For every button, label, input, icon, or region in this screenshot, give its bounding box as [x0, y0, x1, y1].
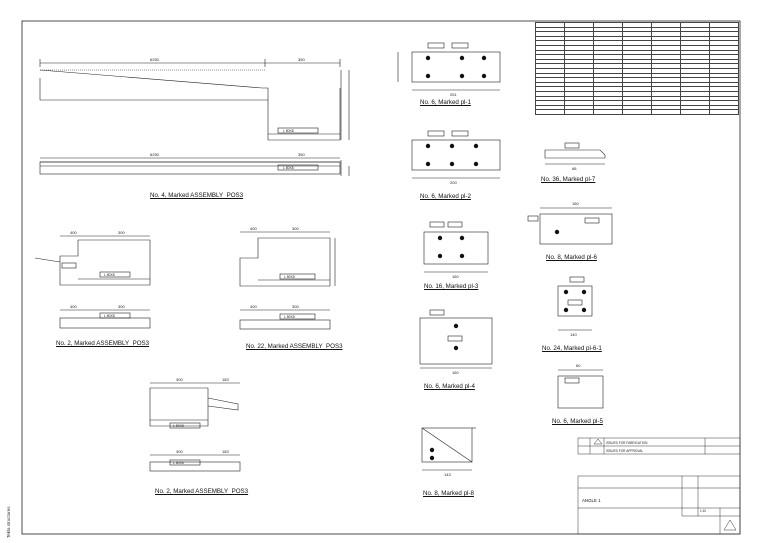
parts-list-cell: [709, 109, 739, 115]
dim-pl6-1: 140: [570, 332, 577, 337]
plate-pl8: [421, 427, 476, 471]
plate-pl1-holes: [425, 55, 487, 79]
parts-list-table: [535, 22, 739, 115]
sheet-frame: [21, 20, 741, 535]
caption-pl3: No. 16, Marked pl-3: [424, 283, 479, 290]
rev-line-1: ISSUED FOR FABRICATION: [606, 441, 648, 445]
side-label: Tekla structures: [6, 506, 11, 538]
part-mark-a4: L 80X8: [173, 424, 184, 428]
dim-a4d: 183: [222, 449, 229, 454]
parts-list-cell: [651, 109, 681, 115]
dim-a2d: 300: [118, 304, 125, 309]
plate-pl3-holes: [437, 235, 465, 259]
parts-list-row: [535, 104, 739, 111]
dim-a4c: 300: [176, 449, 183, 454]
parts-list-cell: [593, 109, 623, 115]
parts-list-row: [535, 86, 739, 92]
plate-pl7: [544, 142, 606, 165]
caption-pl5: No. 6, Marked pl-5: [552, 418, 603, 425]
caption-pl4: No. 6, Marked pl-4: [424, 383, 475, 390]
caption-assembly-no22: No. 22, Marked ASSEMBLY_POS3: [246, 343, 343, 350]
caption-pl1: No. 6, Marked pl-1: [420, 99, 471, 106]
dim-a4b: 183: [222, 377, 229, 382]
part-mark-a3b: L 80X8: [284, 315, 295, 319]
caption-assembly-no2-b: No. 2, Marked ASSEMBLY_POS3: [155, 488, 249, 495]
dim-a1d: 350: [298, 152, 305, 157]
plate-pl6-1: [557, 276, 593, 331]
rev-line-2: ISSUED FOR APPROVAL: [606, 449, 643, 453]
plate-pl3: [423, 221, 489, 273]
plate-pl4: [419, 309, 493, 369]
dim-a1: 6250: [150, 57, 160, 62]
caption-assembly-no2-a: No. 2, Marked ASSEMBLY_POS3: [56, 340, 150, 347]
dim-pl5: 60: [576, 363, 581, 368]
dim-pl3: 160: [452, 274, 459, 279]
plate-pl2-holes: [425, 143, 479, 167]
plate-pl6-holes: [554, 229, 560, 235]
assembly-view-4: [149, 382, 241, 472]
caption-pl2: No. 6, Marked pl-2: [420, 193, 471, 200]
parts-list-row: [535, 49, 739, 56]
dim-pl4: 160: [452, 370, 459, 375]
assembly-view-1: [39, 59, 350, 176]
dim-a4: 300: [176, 377, 183, 382]
parts-list-row: [535, 109, 739, 115]
caption-pl6-1: No. 24, Marked pl-6-1: [542, 345, 602, 352]
dim-pl8: 143: [444, 472, 451, 477]
assembly-view-2: [34, 235, 151, 329]
part-mark-a1b: L 80X8: [283, 166, 294, 170]
caption-pl8: No. 8, Marked pl-8: [423, 490, 474, 497]
scale-label: 1:10: [700, 509, 706, 513]
plate-pl6-1-holes: [563, 289, 587, 313]
dim-pl2: 200: [450, 180, 457, 185]
dim-pl6: 160: [572, 201, 579, 206]
parts-list-cell: [680, 109, 710, 115]
dim-a2b: 300: [118, 230, 125, 235]
parts-list-row: [535, 26, 739, 33]
drawing-title: ANGLE 1: [582, 498, 601, 503]
dim-a3c: 400: [250, 304, 257, 309]
assembly-view-3: [239, 231, 336, 330]
parts-list-cell: [564, 109, 594, 115]
part-mark-a3: L 80X8: [284, 275, 295, 279]
title-block: [577, 437, 741, 535]
plate-pl1: [397, 42, 501, 91]
plate-pl2: [411, 130, 501, 179]
dim-a3b: 300: [292, 226, 299, 231]
plate-pl4-holes: [453, 323, 459, 351]
plate-pl8-holes: [429, 447, 435, 461]
part-mark-a4b: L 80X8: [173, 461, 184, 465]
caption-pl7: No. 36, Marked pl-7: [541, 176, 596, 183]
parts-list-cell: [622, 109, 652, 115]
dim-a1c: 6250: [150, 152, 160, 157]
dim-a2c: 400: [70, 304, 77, 309]
part-mark-a1: L 80X8: [283, 129, 294, 133]
plate-pl6: [527, 207, 613, 245]
caption-pl6: No. 8, Marked pl-6: [546, 254, 597, 261]
dim-a1b: 350: [298, 57, 305, 62]
caption-assembly-no4: No. 4, Marked ASSEMBLY_POS3: [150, 192, 244, 199]
part-mark-a2: L 80X8: [104, 273, 115, 277]
dim-a2: 400: [70, 230, 77, 235]
dim-pl7: 68: [572, 166, 577, 171]
dim-a3: 400: [250, 226, 257, 231]
part-mark-a2b: L 80X8: [104, 314, 115, 318]
plate-pl5: [557, 369, 604, 409]
dim-pl1: 251: [450, 92, 457, 97]
dim-a3d: 300: [292, 304, 299, 309]
parts-list-cell: [535, 109, 565, 115]
